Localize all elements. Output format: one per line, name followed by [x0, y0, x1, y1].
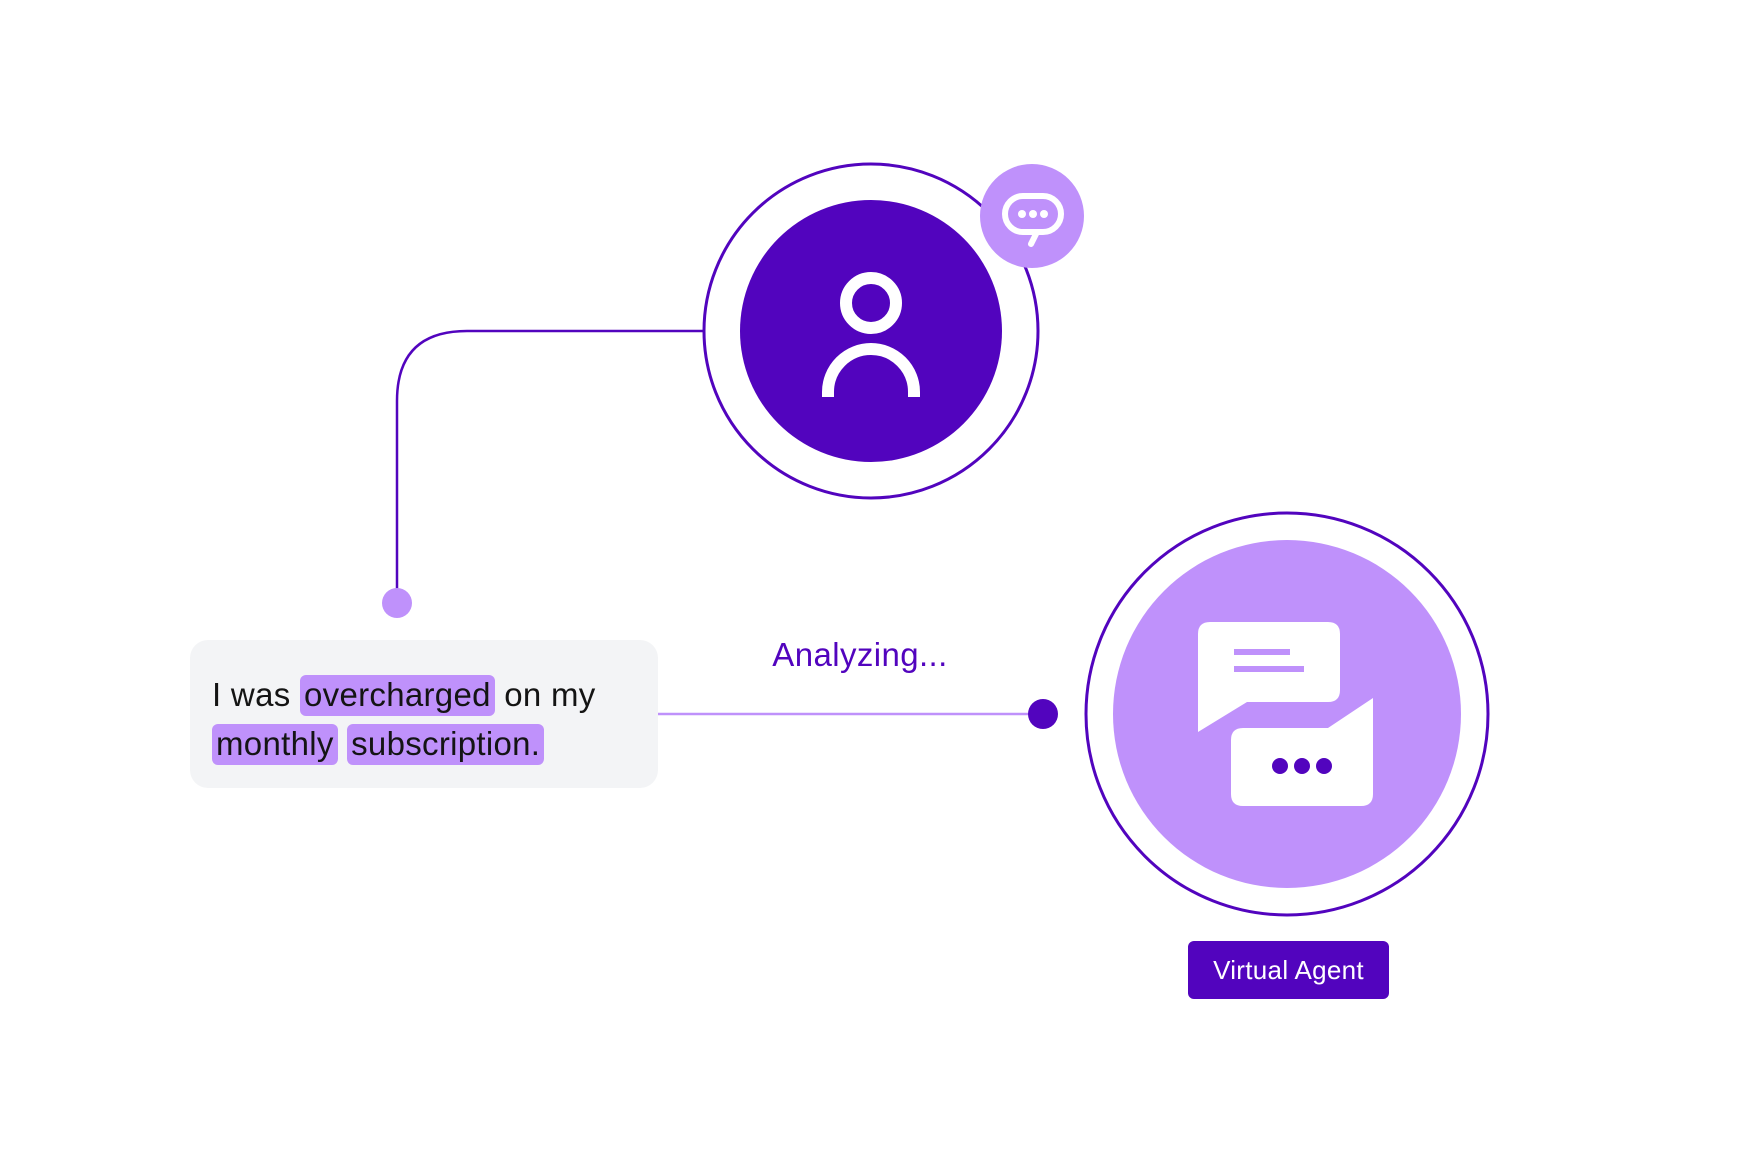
- customer-connector-line: [395, 329, 703, 603]
- highlighted-keyword: monthly: [212, 724, 338, 765]
- message-segment: I was: [212, 676, 291, 713]
- chat-bubble-icon: [1002, 193, 1064, 247]
- user-icon: [822, 272, 920, 397]
- agent-connector-dot: [1028, 699, 1058, 729]
- conversation-icon: [1198, 622, 1373, 806]
- agent-node-core: [1113, 540, 1461, 888]
- highlighted-keyword: subscription.: [347, 724, 545, 765]
- message-segment: on my: [504, 676, 596, 713]
- customer-connector-dot: [382, 588, 412, 618]
- message-card: I was overcharged on my monthly subscript…: [190, 640, 658, 788]
- highlighted-keyword: overcharged: [300, 675, 495, 716]
- customer-node: [702, 162, 1040, 500]
- analyzing-label: Analyzing...: [772, 636, 948, 673]
- message-text: I was overcharged on my monthly subscript…: [212, 670, 638, 768]
- virtual-agent-label: Virtual Agent: [1188, 941, 1389, 999]
- chat-badge: [980, 164, 1084, 268]
- agent-node: [1084, 511, 1490, 917]
